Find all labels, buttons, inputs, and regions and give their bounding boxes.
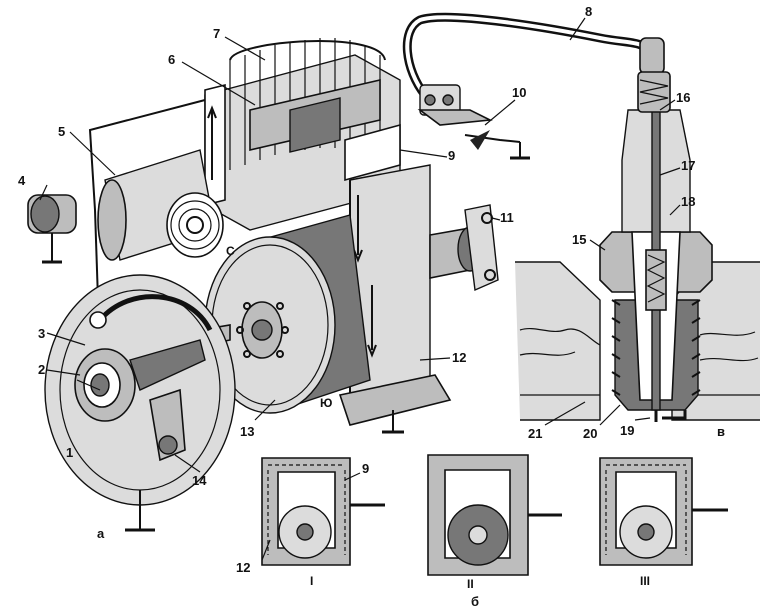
label-7: 7 [213,26,220,41]
section-label-b: б [471,594,479,609]
label-1: 1 [66,445,73,460]
position-I [261,457,385,566]
capacitor [97,149,224,261]
position-label-III: III [640,574,650,588]
label-20: 20 [583,426,597,441]
label-14: 14 [192,473,207,488]
magnet-rotor [198,214,371,414]
rotor-mark-north: Ю [320,396,332,410]
label-11: 11 [500,210,514,225]
frame-ground [382,410,404,434]
ground-terminal [27,194,77,264]
callout-labels: 1 2 3 4 5 6 7 8 9 10 11 12 13 14 15 16 1… [18,4,695,575]
section-label-a: а [97,526,105,541]
section-label-v: в [717,424,725,439]
label-4: 4 [18,173,26,188]
label-9: 9 [448,148,455,163]
label-9-sub: 9 [362,461,369,476]
label-12-sub: 12 [236,560,250,575]
position-II [427,454,562,576]
safety-spark-gap [417,84,530,160]
position-label-II: II [467,577,474,591]
position-label-I: I [310,574,313,588]
label-5: 5 [58,124,65,139]
label-16: 16 [676,90,690,105]
label-19: 19 [620,423,634,438]
label-15: 15 [572,232,586,247]
leader-lines [39,17,681,561]
label-8: 8 [585,4,592,19]
spark-plug-section [515,71,760,422]
label-6: 6 [168,52,175,67]
label-12: 12 [452,350,466,365]
label-10: 10 [512,85,526,100]
label-13: 13 [240,424,254,439]
label-3: 3 [38,326,45,341]
label-21: 21 [528,426,542,441]
drive-shaft [429,204,499,292]
position-III [599,457,728,566]
rotor-mark-south: C [226,244,235,258]
high-voltage-lead [402,12,665,100]
label-2: 2 [38,362,45,377]
label-17: 17 [681,158,695,173]
rotor-position-diagrams [261,454,728,576]
coil-assembly [204,38,452,426]
label-18: 18 [681,194,695,209]
breaker-assembly [44,274,236,532]
primary-lead [88,99,206,301]
